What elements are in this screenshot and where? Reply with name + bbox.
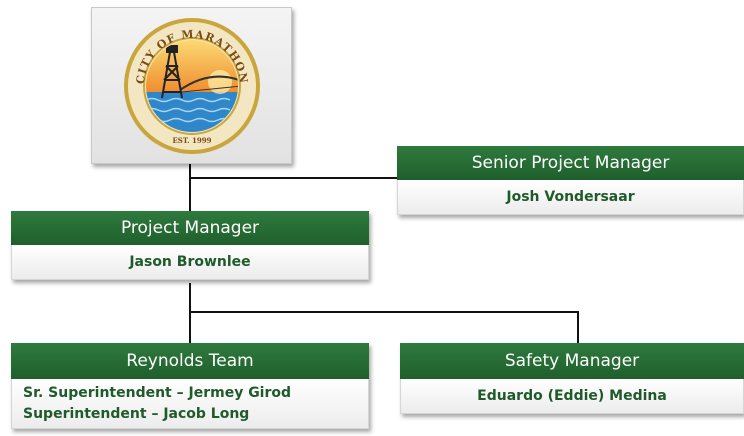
bridge-icon [179, 75, 238, 91]
lighthouse-tower-icon [161, 45, 183, 99]
person-name: Jason Brownlee [129, 254, 251, 270]
city-logo-box: CITY OF MARATHON EST. 1999 [91, 7, 292, 164]
connector-logo-to-pm [189, 162, 191, 211]
node-names: Jason Brownlee [11, 245, 369, 280]
node-project-manager: Project Manager Jason Brownlee [11, 211, 369, 280]
node-names: Eduardo (Eddie) Medina [400, 379, 744, 414]
node-names: Josh Vondersaar [397, 180, 744, 215]
city-of-marathon-seal: CITY OF MARATHON EST. 1999 [124, 18, 260, 154]
node-title: Safety Manager [400, 343, 744, 379]
node-reynolds-team: Reynolds Team Sr. Superintendent – Jerme… [11, 343, 369, 429]
node-names: Sr. Superintendent – Jermey Girod Superi… [11, 379, 369, 429]
connector-to-senior [189, 177, 397, 179]
node-title: Senior Project Manager [397, 146, 744, 180]
node-title: Project Manager [11, 211, 369, 245]
person-name: Superintendent – Jacob Long [23, 406, 250, 422]
node-safety-manager: Safety Manager Eduardo (Eddie) Medina [400, 343, 744, 414]
seal-est-text: EST. 1999 [172, 136, 211, 145]
connector-pm-down [189, 283, 191, 343]
person-name: Josh Vondersaar [506, 189, 635, 205]
connector-to-safety [577, 311, 579, 343]
connector-branch [189, 311, 579, 313]
person-name: Sr. Superintendent – Jermey Girod [23, 385, 292, 401]
node-title: Reynolds Team [11, 343, 369, 379]
node-senior-project-manager: Senior Project Manager Josh Vondersaar [397, 146, 744, 215]
person-name: Eduardo (Eddie) Medina [477, 388, 667, 404]
